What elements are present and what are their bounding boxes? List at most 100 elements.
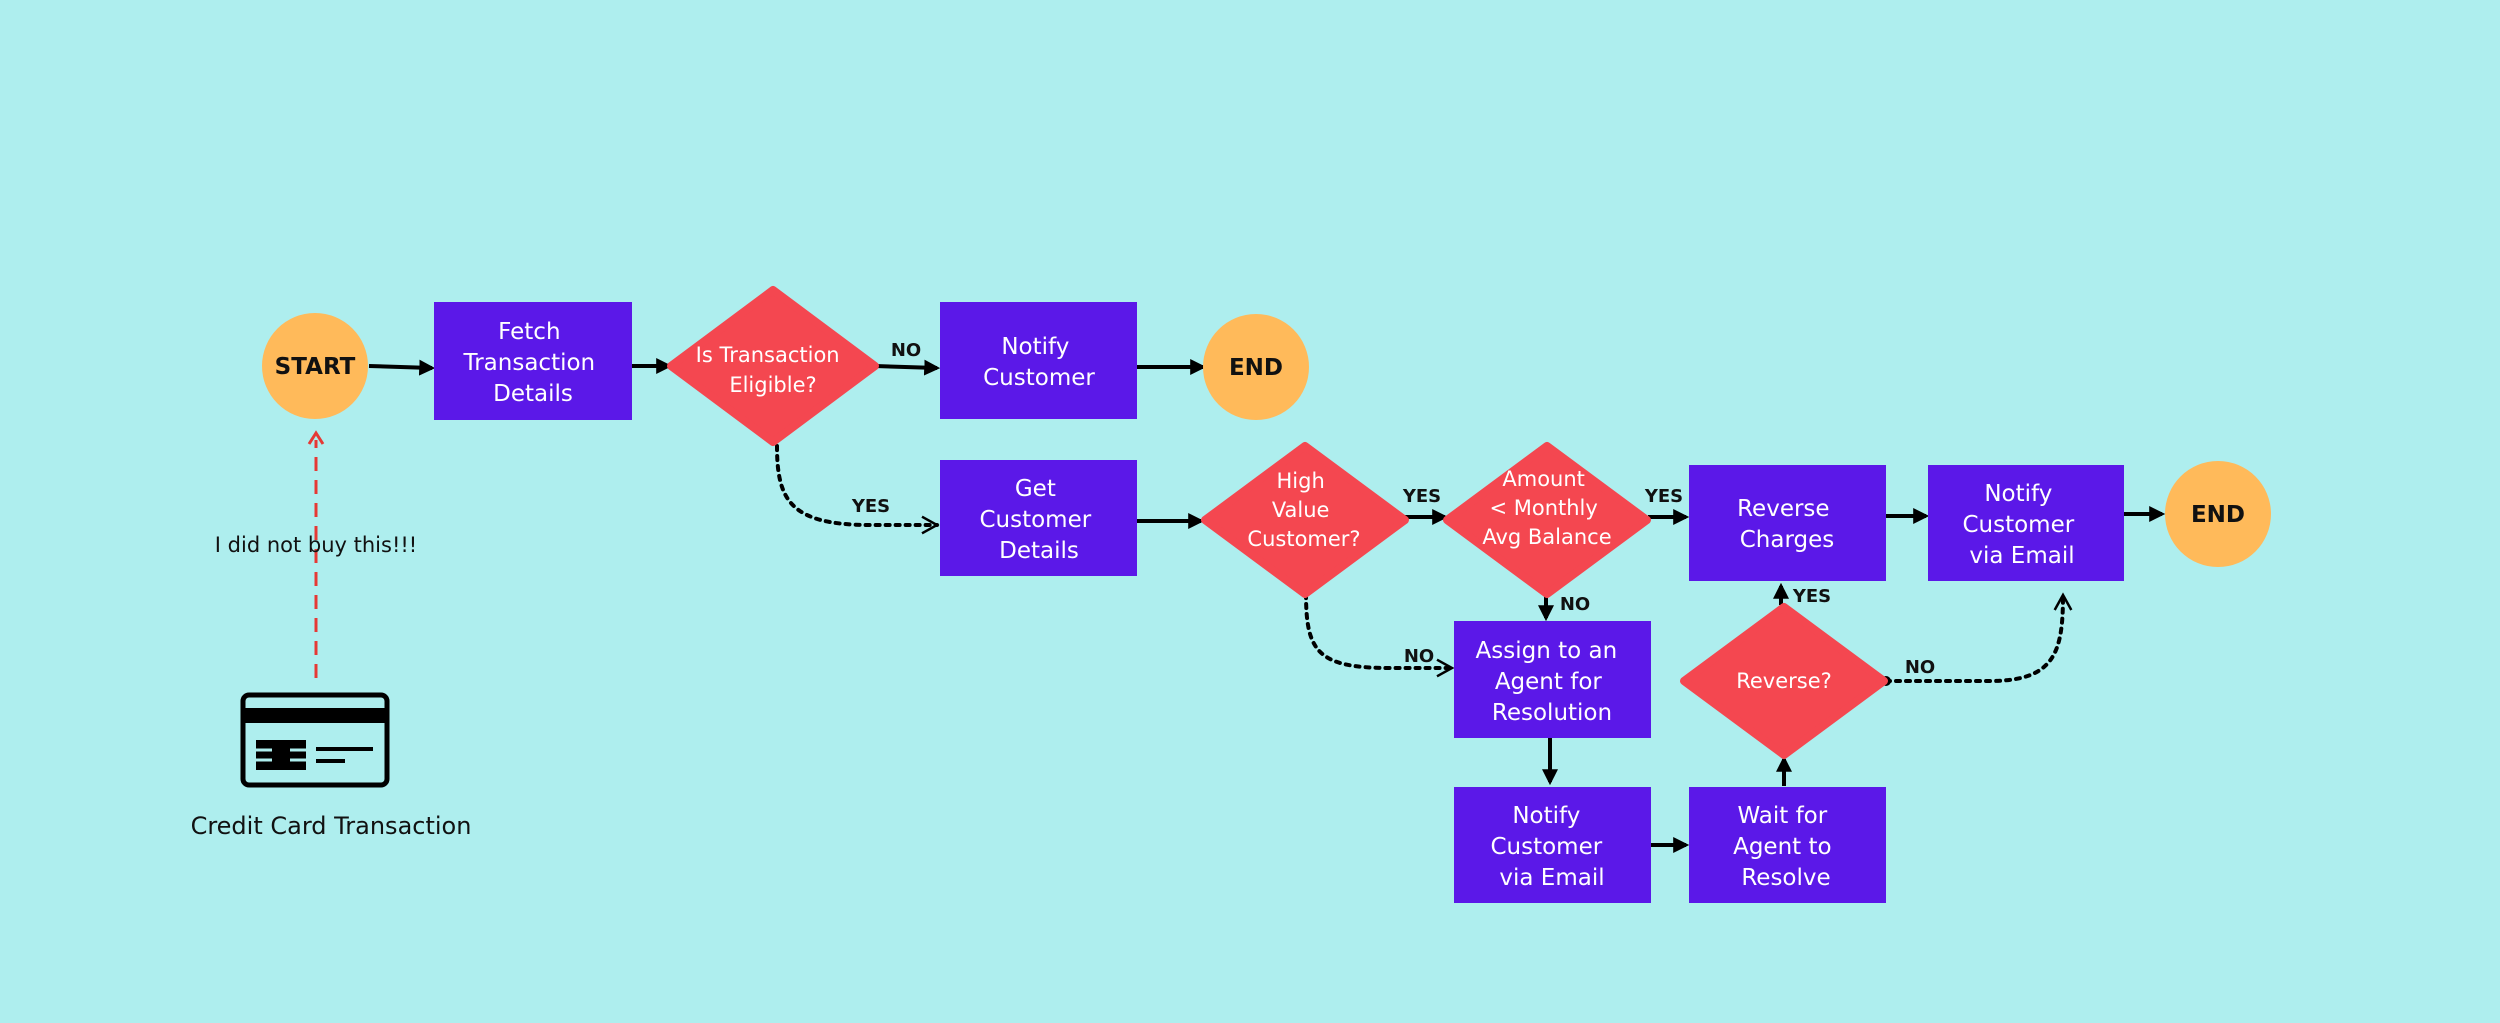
- label-reverse-yes: YES: [1792, 586, 1831, 607]
- wait-line-3: Resolve: [1741, 865, 1830, 891]
- fetch-transaction-box: [434, 302, 632, 420]
- wait-line-1: Wait for: [1737, 803, 1827, 829]
- notifytop-line-1: Notify: [1984, 481, 2052, 507]
- notify-email-bottom-text: Notify Customer via Email: [1490, 803, 1609, 891]
- notifytop-line-3: via Email: [1969, 543, 2074, 569]
- trigger-arrow-head: [307, 430, 325, 445]
- label-eligible-no: NO: [891, 340, 921, 361]
- nodes: START Fetch Transaction Details Is Trans…: [262, 286, 2271, 903]
- fetch-line-2: Transaction: [463, 350, 596, 376]
- wait-agent-box: [1689, 787, 1886, 903]
- edge-eligible-getcust: [775, 444, 940, 535]
- edge-highvalue-assign: [1304, 592, 1455, 678]
- edge-start-fetch: [368, 359, 436, 376]
- card-magstripe: [243, 708, 387, 723]
- reverse-charges-box: [1689, 465, 1886, 581]
- reverse-diamond: [1680, 603, 1888, 759]
- high-value-diamond: [1201, 442, 1409, 598]
- edge-eligible-notify: [874, 359, 941, 376]
- wait-line-2: Agent to: [1733, 834, 1831, 860]
- eligible-line-2: Eligible?: [729, 373, 816, 397]
- edge-labels: NO YES YES NO YES NO YES NO: [851, 340, 1935, 678]
- card-outline: [240, 692, 390, 788]
- edges: [307, 358, 2166, 853]
- reverse-charges-node: Reverse Charges: [1689, 465, 1886, 581]
- start-label: START: [275, 354, 356, 380]
- notifytop-line-2: Customer: [1962, 512, 2074, 538]
- highvalue-line-2: Value: [1272, 498, 1330, 522]
- end-circle-2: [2165, 461, 2271, 567]
- getcust-line-1: Get: [1015, 476, 1056, 502]
- highvalue-line-1: High: [1277, 469, 1325, 493]
- end-circle-1: [1203, 314, 1309, 420]
- assign-agent-text: Assign to an Agent for Resolution: [1476, 638, 1625, 726]
- eligible-text: Is Transaction Eligible?: [696, 343, 847, 397]
- fetch-line-1: Fetch: [498, 319, 560, 345]
- notify-email-top-text: Notify Customer via Email: [1962, 481, 2081, 569]
- label-highvalue-no: NO: [1404, 646, 1434, 667]
- start-circle: [262, 313, 368, 419]
- label-eligible-yes: YES: [851, 496, 890, 517]
- notify-customer-node: Notify Customer: [940, 302, 1137, 419]
- notify-email-top-box: [1928, 465, 2124, 581]
- label-amount-no: NO: [1560, 594, 1590, 615]
- revcharges-line-1: Reverse: [1737, 496, 1829, 522]
- reverse-decision-label: Reverse?: [1736, 669, 1832, 693]
- reverse-decision-node: Reverse?: [1680, 603, 1888, 759]
- assign-agent-node: Assign to an Agent for Resolution: [1454, 621, 1651, 738]
- amount-decision-node: Amount < Monthly Avg Balance: [1443, 442, 1651, 598]
- label-highvalue-yes: YES: [1402, 486, 1441, 507]
- end-node-2: END: [2165, 461, 2271, 567]
- high-value-text: High Value Customer?: [1247, 469, 1360, 551]
- fetch-line-3: Details: [493, 381, 573, 407]
- wait-agent-node: Wait for Agent to Resolve: [1689, 787, 1886, 903]
- notifybottom-line-3: via Email: [1499, 865, 1604, 891]
- getcust-line-2: Customer: [979, 507, 1091, 533]
- amount-line-1: Amount: [1502, 467, 1585, 491]
- trigger-annotation: I did not buy this!!!: [215, 533, 417, 557]
- credit-card-caption: Credit Card Transaction: [191, 812, 472, 840]
- eligible-diamond: [667, 286, 879, 446]
- notifybottom-line-1: Notify: [1512, 803, 1580, 829]
- assign-line-3: Resolution: [1492, 700, 1612, 726]
- assign-line-2: Agent for: [1495, 669, 1603, 695]
- get-customer-node: Get Customer Details: [940, 460, 1137, 576]
- amount-line-2: < Monthly: [1489, 496, 1597, 520]
- get-customer-box: [940, 460, 1137, 576]
- notify-customer-text: Notify Customer: [983, 334, 1095, 391]
- eligible-line-1: Is Transaction: [696, 343, 840, 367]
- label-reverse-no: NO: [1905, 657, 1935, 678]
- card-chip: [256, 740, 306, 770]
- trigger: I did not buy this!!! Credit Card Transa…: [191, 533, 472, 840]
- eligible-decision-node: Is Transaction Eligible?: [667, 286, 879, 446]
- high-value-decision-node: High Value Customer?: [1201, 442, 1409, 598]
- reverse-charges-text: Reverse Charges: [1737, 496, 1837, 553]
- fetch-transaction-text: Fetch Transaction Details: [463, 319, 603, 407]
- fetch-transaction-node: Fetch Transaction Details: [434, 302, 632, 420]
- notifybottom-line-2: Customer: [1490, 834, 1602, 860]
- revcharges-line-2: Charges: [1740, 527, 1835, 553]
- end-label-1: END: [1229, 355, 1283, 381]
- wait-agent-text: Wait for Agent to Resolve: [1733, 803, 1839, 891]
- notify-email-bottom-node: Notify Customer via Email: [1454, 787, 1651, 903]
- getcust-line-3: Details: [999, 538, 1079, 564]
- end-label-2: END: [2191, 502, 2245, 528]
- assign-line-1: Assign to an: [1476, 638, 1618, 664]
- end-node-1: END: [1203, 314, 1309, 420]
- amount-text: Amount < Monthly Avg Balance: [1482, 467, 1611, 549]
- label-amount-yes: YES: [1644, 486, 1683, 507]
- highvalue-line-3: Customer?: [1247, 527, 1360, 551]
- notify-email-top-node: Notify Customer via Email: [1928, 465, 2124, 581]
- notify-email-bottom-box: [1454, 787, 1651, 903]
- start-node: START: [262, 313, 368, 419]
- amount-line-3: Avg Balance: [1482, 525, 1611, 549]
- notify1-line-1: Notify: [1001, 334, 1069, 360]
- credit-card-icon: [240, 692, 390, 788]
- notify1-line-2: Customer: [983, 365, 1095, 391]
- get-customer-text: Get Customer Details: [979, 476, 1098, 564]
- edge-reverse-notify-email: [1884, 592, 2073, 683]
- amount-diamond: [1443, 442, 1651, 598]
- notify-customer-box: [940, 302, 1137, 419]
- assign-agent-box: [1454, 621, 1651, 738]
